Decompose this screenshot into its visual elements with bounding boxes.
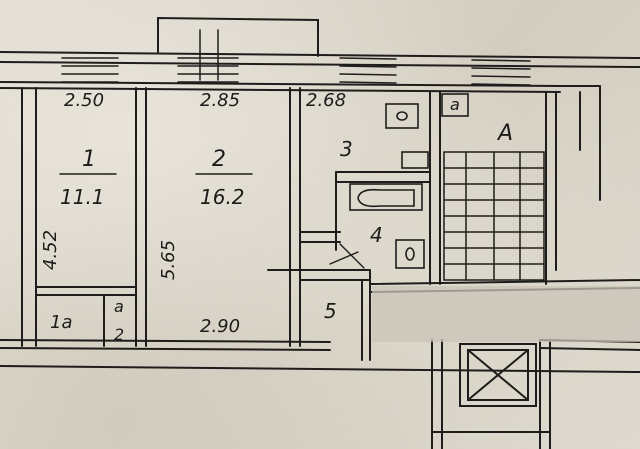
room-2-number: 2 (212, 147, 226, 172)
window-room-2 (177, 29, 239, 83)
room-3-width: 2.68 (306, 90, 346, 111)
room-a-upper: a (450, 95, 460, 114)
door-swing-4 (329, 243, 365, 269)
room-a2-bottom: 2 (114, 325, 124, 344)
staircase-label: A (496, 121, 513, 146)
staircase (443, 151, 545, 281)
elevator-shaft (431, 339, 551, 449)
exterior-top-wall (0, 16, 640, 93)
room-2-area: 16.2 (200, 185, 245, 209)
room-5-number: 5 (324, 299, 337, 323)
room-1a-number: 1a (50, 312, 72, 333)
sink-fixture (395, 239, 425, 269)
room-1-area: 11.1 (60, 185, 105, 209)
window-room-1 (61, 57, 119, 83)
room-a2-top: a (114, 297, 124, 316)
window-stair (471, 59, 531, 86)
room-2-bottom-width: 2.90 (200, 316, 240, 337)
room-4-number: 4 (370, 223, 383, 247)
room-1-number: 1 (82, 147, 96, 172)
stove-fixture (385, 103, 419, 129)
redacted-area (372, 286, 640, 342)
room-1-length: 4.52 (40, 230, 61, 270)
interior-walls (21, 85, 601, 361)
radiator-fixture (401, 151, 429, 169)
room-3-number: 3 (340, 137, 353, 161)
window-room-3 (339, 57, 397, 84)
bathtub-fixture (349, 183, 423, 211)
toilet-box (441, 93, 469, 117)
room-2-width: 2.85 (200, 90, 240, 111)
room-2-length: 5.65 (158, 240, 179, 280)
room-1-width: 2.50 (64, 90, 104, 111)
